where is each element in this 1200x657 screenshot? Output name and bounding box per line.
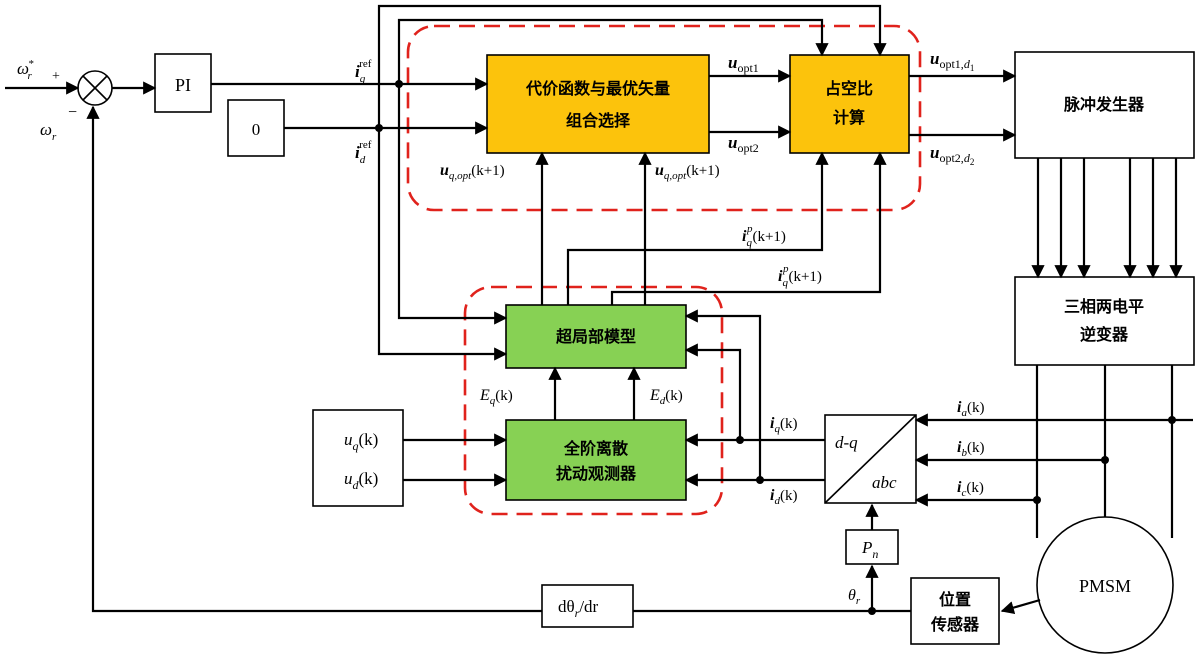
svg-text:abc: abc [872,473,897,492]
pulse-generator-block: 脉冲发生器 [1014,51,1195,159]
uopt2-label: uopt2 [728,133,759,155]
iq-k-label: iq(k) [770,415,797,435]
svg-text:uq(k): uq(k) [344,430,378,453]
svg-text:代价函数与最优矢量: 代价函数与最优矢量 [525,79,670,98]
svg-text:0: 0 [252,120,261,139]
id-ref-label: idref [355,139,372,166]
svg-text:脉冲发生器: 脉冲发生器 [1063,95,1145,114]
svg-text:计算: 计算 [833,108,865,127]
signal-labels: ω*r + − ωr iqref idref uopt1 uopt2 uopt1… [17,49,984,607]
ultra-local-model-block: 超局部模型 [505,304,687,369]
eq-label: Eq(k) [479,387,513,407]
uopt1-label: uopt1 [728,53,759,75]
predictive-control-group-outline [406,24,922,212]
svg-text:ud(k): ud(k) [344,469,378,492]
zero-reference-block: 0 [227,99,285,157]
ed-label: Ed(k) [649,387,683,407]
svg-text:超局部模型: 超局部模型 [555,327,636,346]
svg-text:三相两电平: 三相两电平 [1064,297,1144,316]
svg-text:dθr/dr: dθr/dr [558,597,599,620]
summing-junction [77,70,113,106]
svg-text:占空比: 占空比 [825,79,873,98]
ic-label: ic(k) [957,479,984,499]
dq-abc-transform-block: d-q abc [824,414,917,504]
speed-feedback-label: ωr [40,120,57,143]
iq-ref-label: iqref [355,58,372,85]
theta-label: θr [848,587,861,607]
iq-pred-label-1: iqp(k+1) [742,223,786,249]
speed-reference-label: ω*r [17,58,34,82]
uopt1-d1-label: uopt1,d1 [930,49,974,73]
svg-text:PMSM: PMSM [1079,576,1131,596]
plus-sign: + [52,69,60,84]
cost-function-block: 代价函数与最优矢量 组合选择 [486,54,710,154]
svg-text:位置: 位置 [939,590,971,609]
inverter-block: 三相两电平 逆变器 [1014,276,1195,366]
svg-text:PI: PI [175,75,191,95]
ib-label: ib(k) [957,439,984,459]
duty-cycle-block: 占空比 计算 [789,54,910,154]
iq-pred-label-2: iqp(k+1) [778,263,822,289]
derivative-block: dθr/dr [541,584,634,628]
uq-opt-right-label: uq,opt(k+1) [655,162,720,182]
id-k-label: id(k) [770,487,797,507]
position-sensor-block: 位置 传感器 [910,577,1000,645]
svg-text:全阶离散: 全阶离散 [563,439,629,458]
uopt2-d2-label: uopt2,d2 [930,143,974,167]
svg-text:扰动观测器: 扰动观测器 [556,464,637,483]
disturbance-observer-block: 全阶离散 扰动观测器 [505,419,687,501]
ia-label: ia(k) [957,399,984,419]
svg-text:d-q: d-q [835,433,858,452]
junction-dots [375,80,1176,615]
svg-text:组合选择: 组合选择 [566,111,631,130]
pole-pairs-block: Pn [845,529,899,565]
pmsm-motor: PMSM [1036,516,1174,654]
observer-group-outline [463,285,724,516]
svg-text:Pn: Pn [861,538,878,561]
uq-input-block: uq(k) ud(k) [312,409,404,507]
minus-sign: − [68,104,77,121]
svg-text:传感器: 传感器 [930,615,980,634]
svg-text:逆变器: 逆变器 [1080,325,1129,344]
uq-opt-left-label: uq,opt(k+1) [440,162,505,182]
pi-controller-block: PI [154,53,212,113]
signal-lines [5,4,1193,615]
